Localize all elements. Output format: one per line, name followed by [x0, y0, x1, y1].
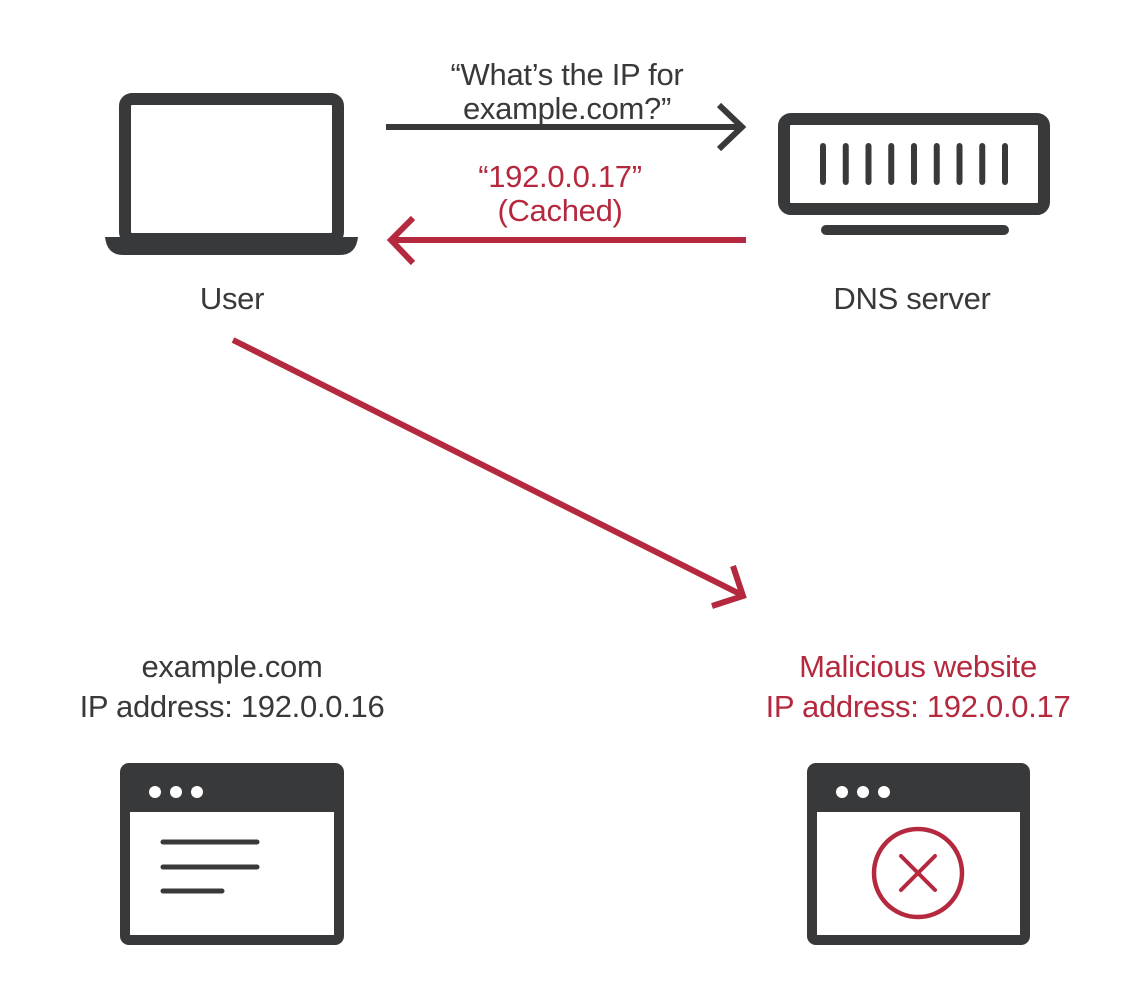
window-dot — [170, 786, 182, 798]
window-dot — [836, 786, 848, 798]
browser-window-error-icon — [807, 763, 1030, 945]
laptop-screen — [119, 93, 344, 245]
dns-server-label: DNS server — [833, 281, 991, 316]
server-bars — [820, 143, 1008, 185]
server-body — [778, 113, 1050, 215]
malicious-site-label: Malicious website IP address: 192.0.0.17 — [718, 650, 1118, 724]
window-dot — [857, 786, 869, 798]
server-icon — [778, 113, 1050, 235]
response-line-1: “192.0.0.17” — [478, 159, 642, 194]
response-message: “192.0.0.17” (Cached) — [360, 160, 760, 228]
redirect-arrow — [231, 337, 747, 609]
query-line-1: “What’s the IP for — [450, 57, 684, 92]
browser-content — [130, 812, 334, 935]
user-label: User — [199, 281, 265, 316]
legit-site-label: example.com IP address: 192.0.0.16 — [32, 650, 432, 724]
legit-site-title: example.com — [141, 649, 323, 684]
query-message: “What’s the IP for example.com?” — [367, 58, 767, 126]
window-dot — [191, 786, 203, 798]
laptop-icon — [105, 93, 358, 255]
query-line-2: example.com?” — [462, 91, 671, 126]
text-lines-icon — [160, 839, 260, 894]
browser-window-text-icon — [120, 763, 344, 945]
response-line-2: (Cached) — [497, 193, 623, 228]
query-arrow — [386, 102, 747, 152]
error-x-icon — [871, 826, 965, 920]
malicious-site-ip: IP address: 192.0.0.17 — [765, 689, 1071, 724]
window-dot — [878, 786, 890, 798]
window-dot — [149, 786, 161, 798]
laptop-base — [105, 237, 358, 255]
malicious-site-title: Malicious website — [799, 649, 1037, 684]
response-arrow — [386, 215, 746, 266]
legit-site-ip: IP address: 192.0.0.16 — [79, 689, 385, 724]
